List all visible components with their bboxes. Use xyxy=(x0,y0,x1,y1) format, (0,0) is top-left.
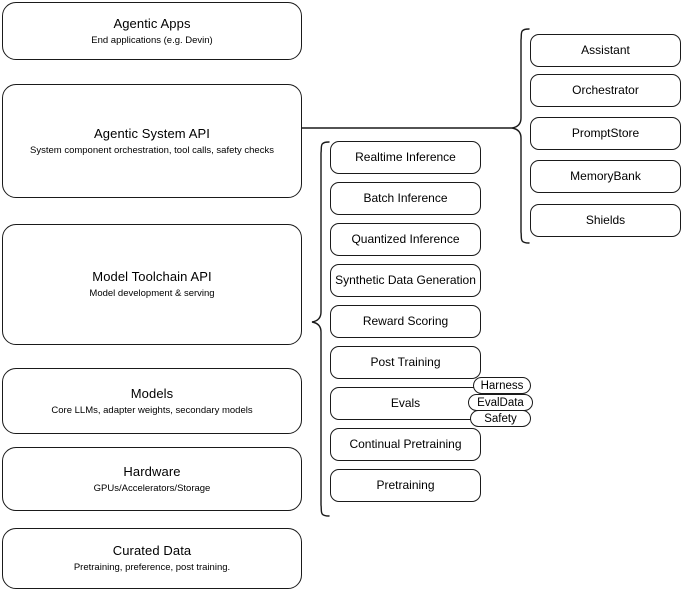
capability-synthetic-data-generation[interactable]: Synthetic Data Generation xyxy=(330,264,481,297)
system-component-orchestrator[interactable]: Orchestrator xyxy=(530,74,681,107)
system-component-assistant[interactable]: Assistant xyxy=(530,34,681,67)
capability-quantized-inference[interactable]: Quantized Inference xyxy=(330,223,481,256)
stack-layer-models[interactable]: Models Core LLMs, adapter weights, secon… xyxy=(2,368,302,434)
system-component-promptstore[interactable]: PromptStore xyxy=(530,117,681,150)
stack-layer-title: Hardware xyxy=(123,463,181,479)
stack-layer-subtitle: Core LLMs, adapter weights, secondary mo… xyxy=(51,404,253,416)
eval-tag-harness[interactable]: Harness xyxy=(473,377,531,394)
eval-tag-safety[interactable]: Safety xyxy=(470,410,531,427)
stack-layer-hardware[interactable]: Hardware GPUs/Accelerators/Storage xyxy=(2,447,302,511)
capability-evals[interactable]: Evals xyxy=(330,387,481,420)
brace-toolchain-capabilities xyxy=(311,141,330,517)
stack-layer-title: Agentic System API xyxy=(94,125,210,141)
capability-reward-scoring[interactable]: Reward Scoring xyxy=(330,305,481,338)
stack-layer-title: Model Toolchain API xyxy=(92,269,212,284)
capability-continual-pretraining[interactable]: Continual Pretraining xyxy=(330,428,481,461)
stack-layer-title: Agentic Apps xyxy=(113,15,191,31)
stack-layer-subtitle: System component orchestration, tool cal… xyxy=(30,144,274,156)
system-component-shields[interactable]: Shields xyxy=(530,204,681,237)
stack-layer-title: Models xyxy=(130,385,174,401)
brace-system-components xyxy=(511,28,530,244)
stack-layer-subtitle: GPUs/Accelerators/Storage xyxy=(93,482,211,494)
stack-layer-subtitle: End applications (e.g. Devin) xyxy=(91,34,213,46)
stack-layer-model-toolchain-api[interactable]: Model Toolchain API Model development & … xyxy=(2,224,302,345)
capability-post-training[interactable]: Post Training xyxy=(330,346,481,379)
stack-layer-title: Curated Data xyxy=(112,543,192,558)
eval-tag-evaldata[interactable]: EvalData xyxy=(468,394,533,411)
capability-batch-inference[interactable]: Batch Inference xyxy=(330,182,481,215)
stack-layer-subtitle: Model development & serving xyxy=(89,288,215,299)
stack-layer-curated-data[interactable]: Curated Data Pretraining, preference, po… xyxy=(2,528,302,589)
capability-realtime-inference[interactable]: Realtime Inference xyxy=(330,141,481,174)
system-component-memorybank[interactable]: MemoryBank xyxy=(530,160,681,193)
stack-layer-subtitle: Pretraining, preference, post training. xyxy=(73,562,231,573)
stack-layer-agentic-system-api[interactable]: Agentic System API System component orch… xyxy=(2,84,302,198)
stack-layer-agentic-apps[interactable]: Agentic Apps End applications (e.g. Devi… xyxy=(2,2,302,60)
capability-pretraining[interactable]: Pretraining xyxy=(330,469,481,502)
